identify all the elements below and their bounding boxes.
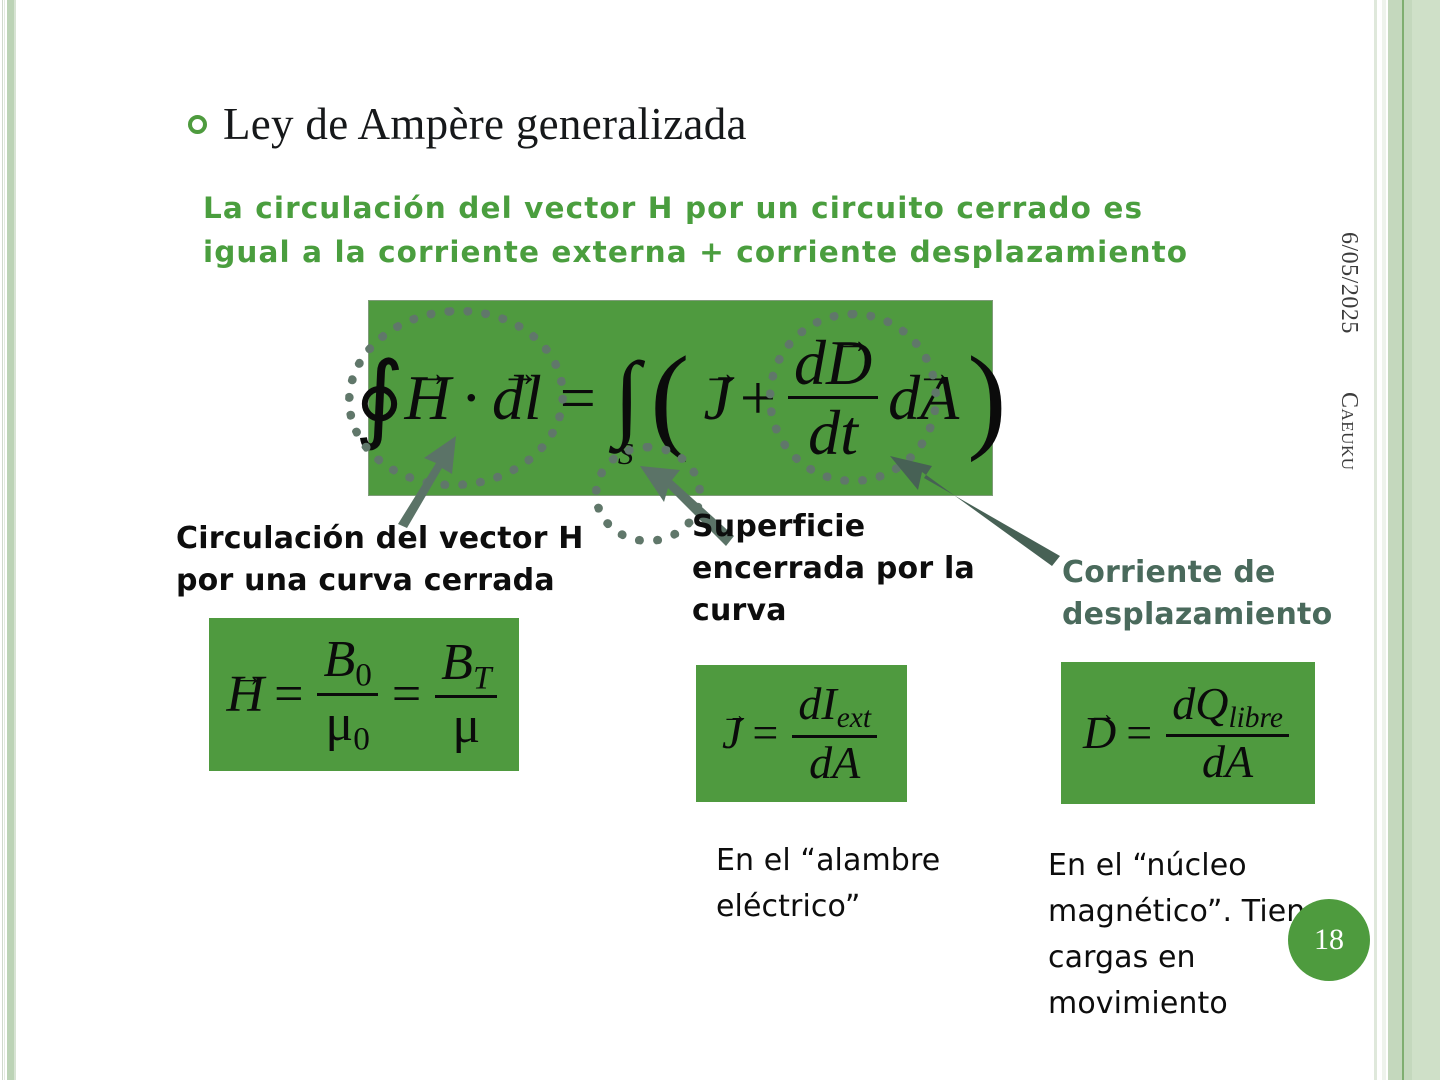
fraction-bar	[317, 692, 378, 696]
main-equation-box: ∮ →H · →dl = ∫ S ( →J + →dD dt →dA )	[354, 300, 1007, 496]
slide-title-row: Ley de Ampère generalizada	[188, 98, 747, 150]
formula-box-J: →J = dIext dA	[696, 665, 907, 802]
fraction-bar	[787, 396, 879, 399]
vector-arrow-icon: →	[915, 351, 956, 396]
intro-line-1: La circulación del vector H por un circu…	[203, 191, 1144, 225]
dot-operator: ·	[460, 362, 482, 433]
vector-H: →H	[404, 351, 451, 433]
equals-sign: =	[559, 362, 596, 433]
left-border-line-3	[14, 0, 16, 1080]
page-number: 18	[1314, 923, 1344, 956]
vector-arrow-icon: →	[411, 351, 451, 396]
integral-subscript-S: S	[617, 435, 634, 471]
vector-dA: →dA	[888, 351, 960, 433]
fraction-denominator: dA	[1202, 736, 1254, 788]
fraction-bar	[792, 734, 877, 738]
vector-arrow-icon: →	[232, 656, 264, 693]
right-border-line-2	[1382, 0, 1386, 1080]
fraction-numerator-dD: →dD	[793, 317, 873, 398]
equals-sign-1: =	[274, 665, 304, 723]
sidebar-date: 6/05/2025	[1336, 232, 1362, 334]
intro-line-2: igual a la corriente externa + corriente…	[203, 235, 1189, 269]
page-number-badge: 18	[1288, 899, 1370, 981]
vector-arrow-icon: →	[832, 317, 873, 362]
right-border-accent-line	[1402, 0, 1404, 1080]
mu-symbol: μ	[325, 694, 354, 752]
vector-arrow-icon: →	[1087, 699, 1117, 731]
intro-paragraph: La circulación del vector H por un circu…	[203, 186, 1203, 274]
left-border-line-1	[2, 0, 3, 1080]
paren-close: )	[967, 332, 1007, 464]
fraction-denominator-dt: dt	[808, 397, 858, 468]
vector-arrow-icon: →	[701, 351, 741, 396]
vector-J: →J	[720, 699, 749, 759]
surface-integral-sign: ∫	[613, 341, 641, 449]
vector-arrow-icon: →	[720, 699, 749, 731]
formula-H: →H = B0 μ0 = BT μ	[226, 630, 502, 756]
subscript: 0	[355, 656, 372, 694]
fraction-BT-mu: BT μ	[435, 633, 498, 755]
vector-D: →D	[1083, 699, 1117, 758]
paren-open: (	[650, 332, 690, 464]
formula-box-H: →H = B0 μ0 = BT μ	[209, 618, 519, 771]
fraction-bar	[435, 695, 498, 699]
plus-sign: +	[739, 362, 776, 433]
fraction-dD-dt: →dD dt	[787, 317, 879, 468]
subscript: libre	[1228, 701, 1283, 734]
fraction-numerator: BT	[441, 633, 492, 697]
formula-box-D: →D = dQlibre dA	[1061, 662, 1315, 804]
left-border-line-2	[4, 0, 5, 1080]
fraction-numerator: dQlibre	[1172, 677, 1283, 734]
vector-H: →H	[226, 656, 265, 723]
formula-J: →J = dIext dA	[720, 681, 881, 786]
vector-J: →J	[701, 351, 741, 433]
fraction-denominator: μ	[452, 697, 481, 755]
main-equation: ∮ →H · →dl = ∫ S ( →J + →dD dt →dA )	[354, 317, 1007, 468]
fraction-numerator: dIext	[798, 678, 871, 735]
annotation-superficie: Superficie encerrada por la curva	[692, 509, 975, 628]
fraction-denominator: dA	[809, 736, 861, 788]
fraction-B0-mu0: B0 μ0	[317, 630, 378, 756]
vector-dl: →dl	[491, 351, 542, 433]
equals-sign: =	[752, 707, 779, 759]
sidebar-author: Caeuku	[1336, 392, 1362, 471]
fraction-dIext-dA: dIext dA	[792, 681, 877, 786]
fraction-dQlibre-dA: dQlibre dA	[1166, 677, 1289, 788]
subscript: 0	[353, 719, 370, 757]
contour-integral-sign: ∮	[354, 343, 405, 451]
bullet-ring-icon	[188, 114, 207, 134]
annotation-corriente-desplazamiento: Corriente de desplazamiento	[1062, 555, 1333, 632]
page-title: Ley de Ampère generalizada	[223, 99, 747, 149]
annotation-circulacion: Circulación del vector H por una curva c…	[176, 521, 584, 598]
fraction-numerator: B0	[323, 630, 372, 694]
caption-nucleo-magnetico: En el “núcleo magnético”. Tiene cargas e…	[1048, 848, 1324, 1021]
fraction-denominator: μ0	[319, 696, 376, 756]
formula-D: →D = dQlibre dA	[1083, 677, 1293, 788]
right-border-line-1	[1374, 0, 1377, 1080]
subscript: T	[472, 659, 492, 697]
right-border-outer-band	[1412, 0, 1440, 1080]
caption-alambre-electrico: En el “alambre eléctrico”	[716, 843, 941, 924]
equals-sign: =	[1126, 706, 1153, 758]
fraction-bar	[1166, 734, 1289, 738]
subscript: ext	[836, 702, 871, 735]
vector-arrow-icon: →	[500, 351, 541, 396]
equals-sign-2: =	[391, 665, 422, 723]
left-border-band	[7, 0, 14, 1080]
